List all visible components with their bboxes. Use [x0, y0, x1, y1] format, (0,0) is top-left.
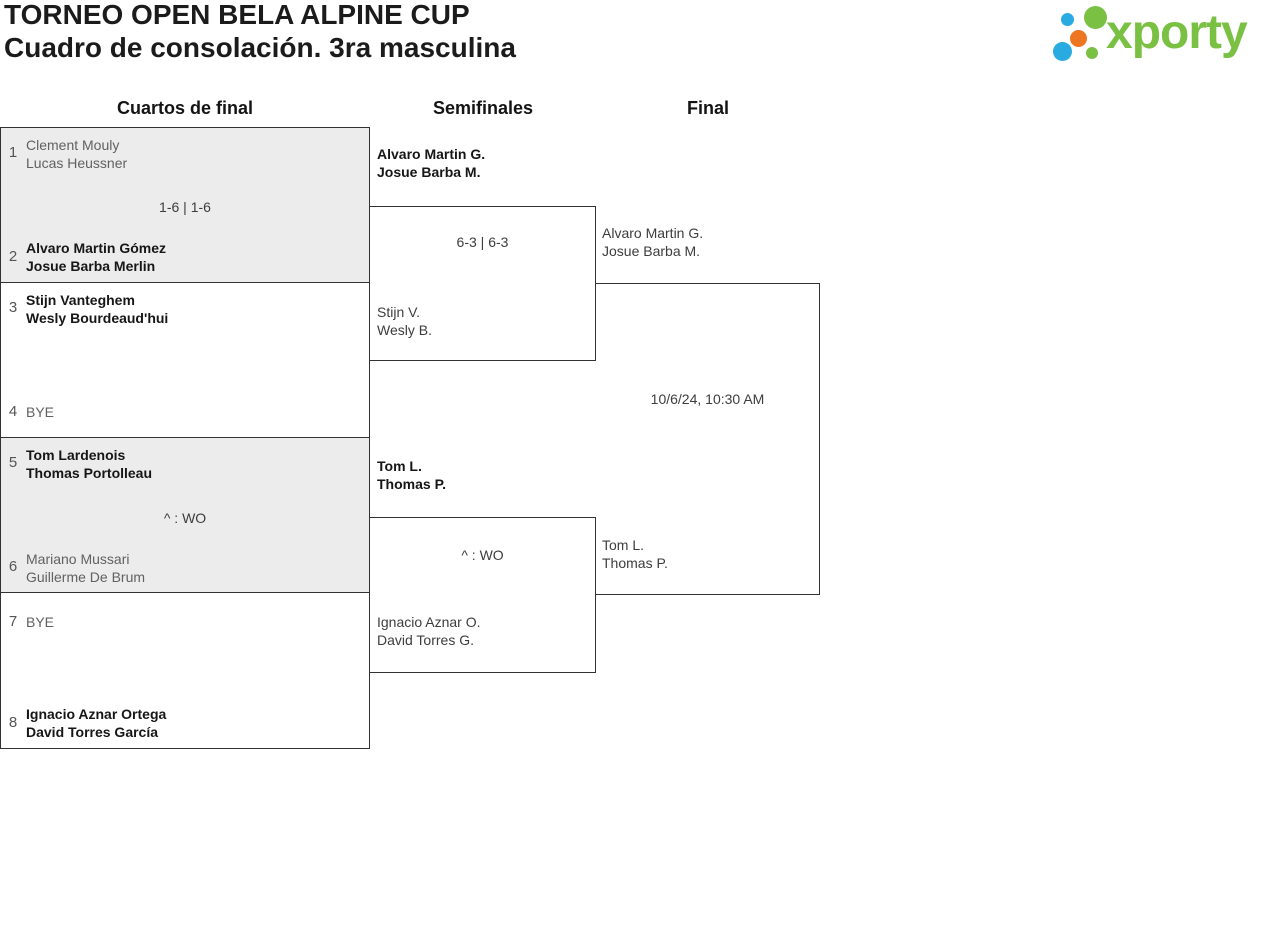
seed-number: 4: [8, 403, 18, 420]
match-score: ^ : WO: [461, 547, 504, 563]
team-name: Stijn Vanteghem: [26, 292, 135, 308]
round-header-final: Final: [686, 98, 729, 118]
team-name: Tom Lardenois: [26, 447, 126, 463]
match-score: 6-3 | 6-3: [456, 234, 509, 250]
seed-number: 7: [8, 613, 18, 630]
sf-match-2-box[interactable]: [369, 517, 596, 673]
team-name: Thomas Portolleau: [26, 465, 153, 481]
team-name: Clement Mouly: [26, 137, 120, 153]
team-name: Guillerme De Brum: [26, 569, 146, 585]
logo-dot-blue-small-icon: [1061, 13, 1074, 26]
team-name: Alvaro Martin G.: [602, 225, 704, 241]
team-name: David Torres G.: [377, 632, 474, 648]
qf-match-1-box[interactable]: [0, 127, 370, 283]
seed-number: 8: [8, 714, 18, 731]
team-name-bye: BYE: [26, 614, 55, 630]
team-name: David Torres García: [26, 724, 159, 740]
team-name: Wesly B.: [377, 322, 432, 338]
seed-number: 2: [8, 248, 18, 265]
team-name: Tom L.: [602, 537, 645, 553]
round-header-cuartos: Cuartos de final: [116, 98, 254, 118]
bracket-subtitle: Cuadro de consolación. 3ra masculina: [4, 32, 516, 63]
match-score: 1-6 | 1-6: [159, 199, 211, 215]
team-name-bye: BYE: [26, 404, 55, 420]
seed-number: 1: [8, 144, 18, 161]
team-name: Tom L.: [377, 458, 422, 474]
match-schedule: 10/6/24, 10:30 AM: [650, 391, 765, 407]
team-name: Stijn V.: [377, 304, 421, 320]
logo-dot-orange-icon: [1070, 30, 1087, 47]
round-header-semifinales: Semifinales: [432, 98, 534, 118]
logo-dot-green-small-icon: [1086, 47, 1098, 59]
team-name: Alvaro Martin G.: [377, 146, 486, 162]
match-score: ^ : WO: [163, 510, 207, 526]
final-match-box[interactable]: [595, 283, 820, 595]
team-name: Lucas Heussner: [26, 155, 128, 171]
team-name: Josue Barba M.: [377, 164, 481, 180]
logo-dot-blue-large-icon: [1053, 42, 1072, 61]
seed-number: 5: [8, 454, 18, 471]
tournament-name: TORNEO OPEN BELA ALPINE CUP: [4, 0, 470, 30]
team-name: Josue Barba Merlin: [26, 258, 156, 274]
team-name: Alvaro Martin Gómez: [26, 240, 167, 256]
logo-wordmark: xporty: [1106, 6, 1248, 59]
team-name: Thomas P.: [602, 555, 668, 571]
team-name: Ignacio Aznar Ortega: [26, 706, 167, 722]
team-name: Wesly Bourdeaud'hui: [26, 310, 169, 326]
team-name: Thomas P.: [377, 476, 446, 492]
team-name: Josue Barba M.: [602, 243, 701, 259]
team-name: Mariano Mussari: [26, 551, 130, 567]
qf-match-3-box[interactable]: [0, 437, 370, 593]
seed-number: 6: [8, 558, 18, 575]
logo-dot-green-large-icon: [1084, 6, 1107, 29]
seed-number: 3: [8, 299, 18, 316]
team-name: Ignacio Aznar O.: [377, 614, 481, 630]
